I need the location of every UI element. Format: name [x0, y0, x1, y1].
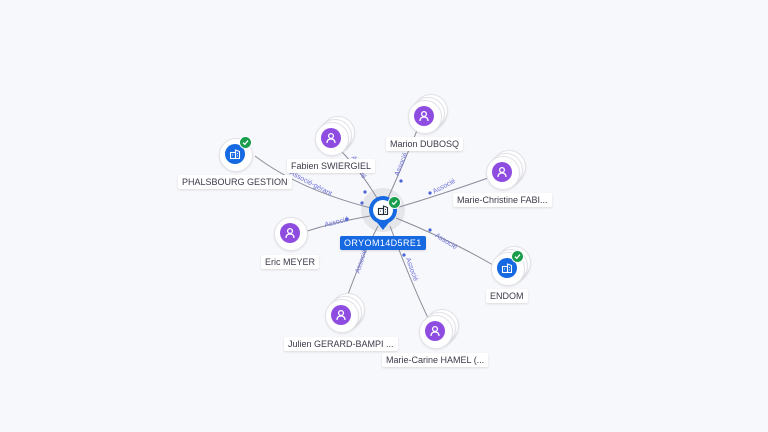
- edge-phalsbourg: [254, 155, 372, 209]
- edge-arrow-dubosq: [399, 179, 403, 183]
- edge-arrow-swiergiel: [363, 190, 367, 194]
- edge-arrow-fabi: [428, 191, 432, 195]
- verified-check-icon: [388, 196, 401, 209]
- edge-arrow-phalsbourg: [360, 201, 364, 205]
- node-disc: [315, 122, 349, 156]
- node-label-meyer[interactable]: Eric MEYER: [261, 255, 320, 269]
- node-label-dubosq[interactable]: Marion DUBOSQ: [386, 137, 464, 151]
- edge-fabi: [395, 177, 489, 209]
- node-label-hamel[interactable]: Marie-Carine HAMEL (...: [382, 353, 489, 367]
- node-label-fabi[interactable]: Marie-Christine FABI...: [453, 193, 552, 207]
- person-icon: [414, 106, 434, 126]
- building-icon: [497, 258, 517, 278]
- center-pin-tail: [375, 220, 391, 230]
- center-label[interactable]: ORYOM14D5RE1: [340, 236, 426, 250]
- edge-meyer: [303, 215, 371, 233]
- verified-check-icon: [239, 136, 252, 149]
- edge-dubosq: [387, 127, 419, 199]
- edge-label-bampi: Associé: [354, 249, 368, 275]
- person-icon: [425, 321, 445, 341]
- edge-endom: [395, 217, 494, 266]
- person-icon: [280, 223, 300, 243]
- verified-check-icon: [511, 250, 524, 263]
- edge-label-hamel: Associé: [404, 257, 419, 283]
- edge-bampi: [345, 225, 379, 301]
- person-icon: [321, 128, 341, 148]
- edge-arrow-meyer: [345, 217, 349, 221]
- node-label-endom[interactable]: ENDOM: [486, 289, 528, 303]
- edge-label-phalsbourg: Associé-gérant: [288, 170, 333, 198]
- node-disc: [274, 217, 308, 251]
- edge-label-meyer: Associé: [324, 216, 350, 229]
- edge-label-endom: Associé: [434, 232, 459, 251]
- person-icon: [492, 162, 512, 182]
- node-label-bampi[interactable]: Julien GERARD-BAMPI ...: [284, 337, 398, 351]
- node-disc: [486, 156, 520, 190]
- node-label-phalsbourg[interactable]: PHALSBOURG GESTION: [178, 175, 292, 189]
- edge-arrow-endom: [428, 228, 432, 232]
- building-icon: [225, 144, 245, 164]
- node-label-swiergiel[interactable]: Fabien SWIERGIEL: [287, 159, 376, 173]
- edge-label-dubosq: Associé: [394, 152, 410, 177]
- person-icon: [331, 305, 351, 325]
- edge-arrow-hamel: [402, 253, 406, 257]
